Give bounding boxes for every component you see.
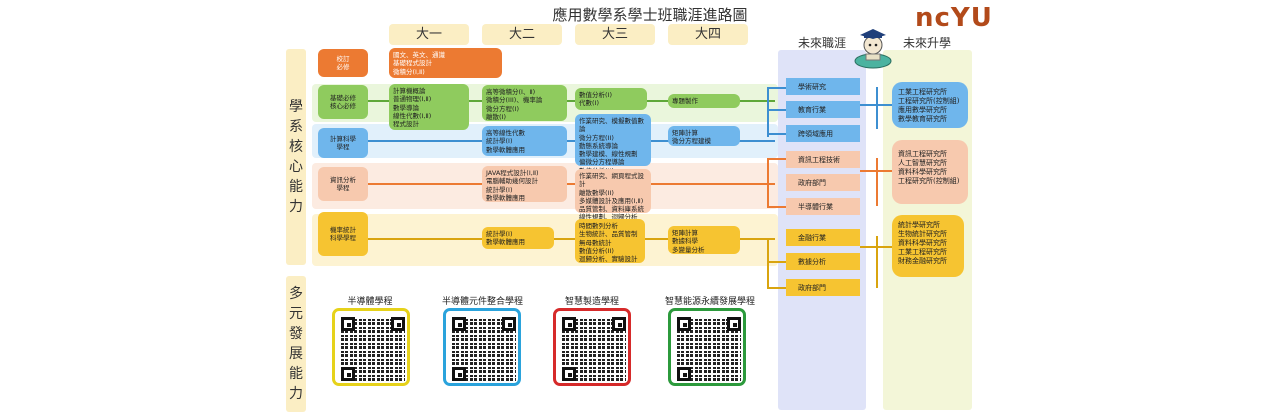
job-data-analysis: 數據分析 [786,253,860,270]
job-semiconductor: 半導體行業 [786,198,860,215]
qr-finder [727,317,741,331]
basic-required-label: 基礎必修 核心必修 [318,85,368,119]
basic-courses-year1: 計算機概論 普通物理(Ⅰ,Ⅱ) 數學導論 線性代數(Ⅰ,Ⅱ) 程式設計 [389,84,469,130]
jobs-to-grad-1-vertical [876,87,878,129]
program-device-integration-label: 半導體元件整合學程 [441,297,523,307]
school-courses-year1: 國文、英文、通識 基礎程式設計 微積分(Ⅰ,Ⅱ) [389,48,502,78]
qr-code-smart-energy[interactable] [668,308,746,386]
info-courses-year3: 作業研究、網頁程式設計 離散數學(II) 多媒體設計及應用(Ⅰ,Ⅱ) 品質管制、… [575,169,651,221]
qr-code-device-integration[interactable] [443,308,521,386]
qr-finder [452,317,466,331]
mascot-icon [854,29,892,69]
cs-branch-bottom [767,133,787,135]
qr-finder [391,317,405,331]
cs-courses-year3: 作業研究、模擬數值數論 微分方程(II) 動態系統導論 數學建模、線性規劃 偏微… [575,114,651,175]
cs-branch-top [767,87,787,89]
qr-finder [341,367,355,381]
stat-branch-mid [767,261,787,263]
program-smart-energy-label: 智慧能源永續發展學程 [664,297,755,307]
qr-finder [677,317,691,331]
stat-row-line [355,238,775,240]
ncyu-logo: ncYU [915,3,993,33]
info-branch-bottom [767,206,787,208]
job-government-2: 政府部門 [786,279,860,296]
grad-schools-group-2: 資訊工程研究所 人工智慧研究所 資料科學研究所 工程研究所(控制組) [892,140,968,204]
year-2-header: 大二 [482,24,562,45]
school-required-label: 校訂 必修 [318,49,368,77]
basic-courses-year2: 高等微積分(Ⅰ、Ⅱ) 微積分(III)、機率論 微分方程(Ⅰ) 離散(Ⅰ) [482,85,567,121]
qr-finder [452,367,466,381]
year-4-header: 大四 [668,24,748,45]
stat-branch-line [767,238,769,288]
cs-courses-year2: 高等線性代數 統計學(Ⅰ) 數學軟體應用 [482,126,567,156]
job-education: 教育行業 [786,101,860,118]
qr-finder [502,317,516,331]
qr-finder [562,367,576,381]
job-academic-research: 學術研究 [786,78,860,95]
program-semiconductor-label: 半導體學程 [347,297,393,307]
job-info-engineering: 資訊工程技術 [786,151,860,168]
diverse-ability-label: 多 元 發 展 能 力 [286,276,306,412]
stat-branch-bottom [767,287,787,289]
core-ability-label: 學 系 核 心 能 力 [286,49,306,265]
qr-code-semiconductor[interactable] [332,308,410,386]
qr-finder [562,317,576,331]
qr-finder [612,317,626,331]
jobs-to-grad-2-vertical [876,158,878,206]
future-jobs-label: 未來職涯 [797,36,846,50]
stat-courses-year4: 矩陣計算 數據科學 多變量分析 [668,226,740,254]
qr-finder [341,317,355,331]
qr-code-smart-manufacturing[interactable] [553,308,631,386]
grad-schools-group-1: 工業工程研究所 工程研究所(控制組) 應用數學研究所 數學教育研究所 [892,82,968,128]
job-government-1: 政府部門 [786,174,860,191]
stat-courses-year2: 統計學(Ⅰ) 數學軟體應用 [482,227,554,249]
program-smart-manufacturing-label: 智慧製造學程 [564,297,619,307]
qr-finder [677,367,691,381]
year-1-header: 大一 [389,24,469,45]
grad-schools-group-3: 統計學研究所 生物統計研究所 資料科學研究所 工業工程研究所 財務金融研究所 [892,215,964,277]
basic-courses-year4: 專題製作 [668,94,740,108]
cs-program-label: 計算科學 學程 [318,128,368,158]
basic-courses-year3: 數值分析(Ⅰ) 代數(Ⅰ) [575,88,647,110]
info-branch-line [767,158,769,206]
cs-branch-mid [767,109,787,111]
stat-program-label: 機率統計 科學學程 [318,212,368,256]
cs-branch-line [767,87,769,137]
cs-courses-year4: 矩陣計算 微分方程建模 [668,126,740,146]
info-branch-top [767,158,787,160]
job-finance: 金融行業 [786,229,860,246]
stat-courses-year3: 時間數列分析 生物統計、品質管制 無母數統計 數值分析(II) 迴歸分析、實驗設… [575,219,645,263]
year-3-header: 大三 [575,24,655,45]
info-courses-year2: JAVA程式設計(Ⅰ,Ⅱ) 電腦輔助幾何設計 統計學(Ⅰ) 數學軟體應用 [482,166,567,202]
jobs-to-grad-3-vertical [876,236,878,288]
page-title: 應用數學系學士班職涯進路圖 [552,6,748,24]
future-study-label: 未來升學 [902,36,951,50]
info-program-label: 資訊分析 學程 [318,167,368,201]
job-cross-domain: 跨領域應用 [786,125,860,142]
